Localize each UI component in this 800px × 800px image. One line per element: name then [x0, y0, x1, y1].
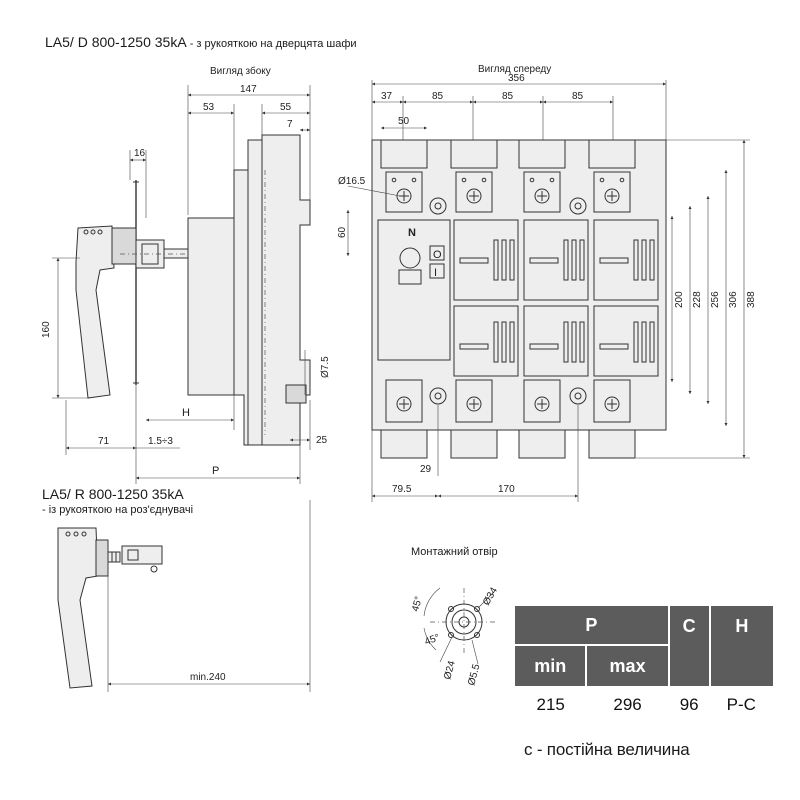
dim-37: 37 — [381, 91, 393, 102]
angle-45-a: 45° — [410, 595, 425, 612]
dim-200: 200 — [674, 291, 685, 308]
switch-handle-view: min.240 — [57, 500, 311, 692]
dim-85-b: 85 — [502, 91, 514, 102]
switch-handle-title: LA5/ R 800-1250 35kA — [42, 486, 184, 502]
rotary-knob — [399, 247, 421, 269]
dim-55: 55 — [280, 102, 292, 113]
bottom-terminals — [385, 379, 631, 423]
dim-d24: Ø24 — [442, 659, 458, 681]
mounting-hole-caption: Монтажний отвір — [411, 546, 498, 558]
dim-147: 147 — [240, 84, 257, 95]
dim-d7-5: Ø7.5 — [320, 356, 331, 378]
dim-60: 60 — [337, 226, 348, 238]
dim-306: 306 — [728, 291, 739, 308]
dim-256: 256 — [710, 291, 721, 308]
dim-388: 388 — [746, 291, 757, 308]
footnote: с - постійна величина — [524, 740, 690, 759]
door-handle-lever — [75, 225, 115, 399]
dim-50: 50 — [398, 116, 410, 127]
dim-228: 228 — [692, 291, 703, 308]
header-c: C — [668, 606, 711, 686]
switch-handle-lever — [57, 527, 99, 689]
mounting-hole-view: 45° 45° Ø34 Ø24 Ø5.5 — [410, 585, 500, 687]
dim-79-5: 79.5 — [392, 484, 412, 495]
hole-outer — [445, 603, 483, 641]
header-p-min: min — [515, 644, 588, 686]
top-terminals — [385, 171, 631, 215]
neutral-label: N — [408, 227, 416, 239]
angle-45-b: 45° — [423, 632, 441, 648]
dim-29: 29 — [420, 464, 432, 475]
value-h: P-C — [726, 695, 756, 714]
switch-handle-subtitle: - із рукояткою на роз'єднувачі — [42, 504, 194, 516]
front-view-label: Вигляд спереду — [478, 64, 551, 75]
control-module — [377, 219, 451, 361]
value-p-max: 296 — [613, 695, 642, 714]
dimensions-table: P C H min max 215 296 96 P-C — [515, 606, 773, 720]
on-label: I — [434, 267, 437, 279]
dim-16: 16 — [134, 148, 146, 159]
header-h: H — [709, 606, 773, 686]
terminal-screw — [285, 384, 307, 404]
pole-modules — [453, 219, 659, 377]
header-p-max: max — [586, 644, 670, 686]
dim-356: 356 — [508, 73, 525, 84]
side-view: Вигляд збоку 147 53 55 7 16 — [41, 65, 331, 484]
door-handle-suffix: - з рукояткою на дверцята шафи — [186, 38, 357, 50]
dim-p: P — [212, 465, 219, 477]
dim-min-240: min.240 — [190, 672, 226, 683]
door-handle-title: LA5/ D 800-1250 35kA - з рукояткою на дв… — [45, 34, 357, 50]
dim-h: H — [182, 407, 190, 419]
side-view-label: Вигляд збоку — [210, 65, 271, 77]
dim-d16-5: Ø16.5 — [338, 176, 366, 187]
dim-170: 170 — [498, 484, 515, 495]
header-p: P — [515, 606, 670, 645]
door-handle-model: LA5/ D 800-1250 35kA — [45, 34, 187, 50]
dim-d5-5: Ø5.5 — [466, 663, 482, 687]
off-label: O — [433, 249, 442, 261]
dim-160: 160 — [41, 321, 52, 338]
dim-71: 71 — [98, 436, 110, 447]
dim-25: 25 — [316, 435, 328, 446]
handle-hub — [111, 227, 137, 265]
dim-7: 7 — [287, 119, 293, 130]
dim-1-5-3: 1.5÷3 — [148, 436, 173, 447]
switch-body-side — [187, 134, 311, 446]
dim-53: 53 — [203, 102, 215, 113]
front-view: Вигляд спереду 356 37 85 85 85 50 — [337, 64, 757, 502]
dim-d34: Ø34 — [481, 585, 500, 607]
dim-85-a: 85 — [432, 91, 444, 102]
value-c: 96 — [679, 695, 699, 714]
dim-85-c: 85 — [572, 91, 584, 102]
value-p-min: 215 — [536, 695, 565, 714]
